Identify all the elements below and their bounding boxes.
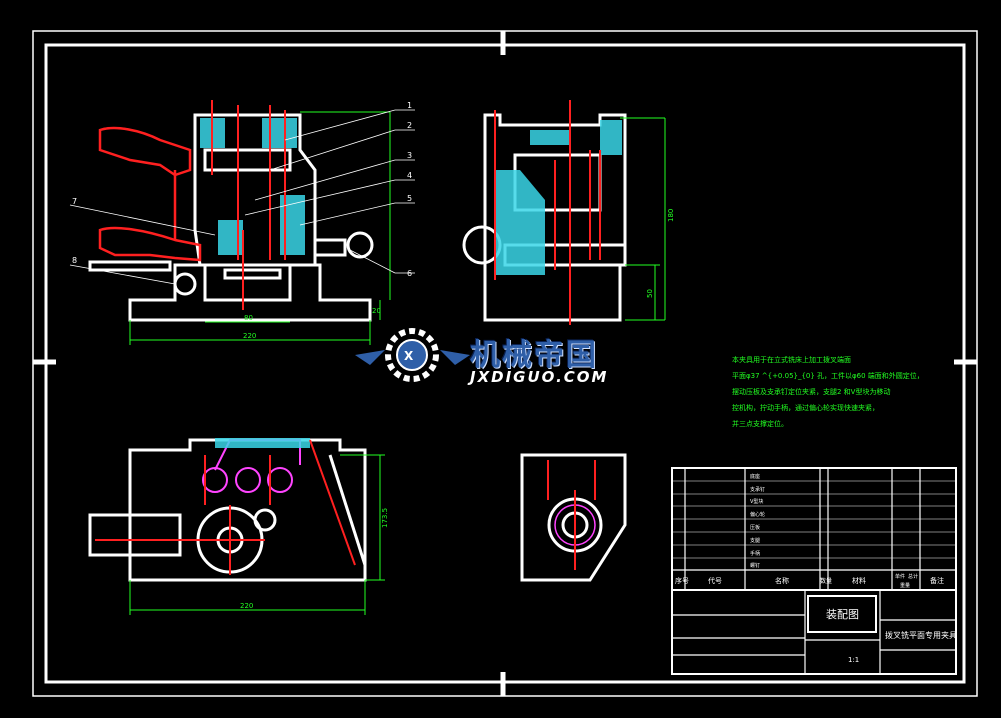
watermark-cn: 机械帝国 — [470, 338, 598, 373]
title-block — [671, 467, 957, 675]
top-centerlines — [95, 439, 356, 575]
tech-note-line: 并三点支撑定位。 — [732, 420, 788, 428]
drawing-title: 装配图 — [826, 608, 859, 621]
scale-text: 1:1 — [848, 656, 859, 664]
watermark-gear-icon: X — [355, 328, 470, 382]
top-view — [88, 438, 367, 582]
svg-text:X: X — [404, 349, 414, 363]
side-hatch — [495, 120, 622, 275]
front-view — [88, 113, 374, 322]
tech-note-line: 平面φ37 ^{+0.05}_{0} 孔，工件以φ60 端面和外圆定位， — [732, 372, 924, 380]
tb-header-8: 备注 — [930, 576, 944, 585]
front-workpiece — [98, 126, 202, 262]
callout-8: 8 — [72, 256, 77, 265]
tb-header-2: 名称 — [775, 576, 789, 585]
callout-6: 6 — [407, 269, 412, 278]
section-view — [520, 453, 627, 582]
top-hatch — [215, 438, 310, 448]
dim-side-base: 50 — [646, 289, 654, 298]
dim-side-height: 180 — [667, 209, 675, 222]
part-title: 拨叉铣平面专用夹具 — [885, 630, 957, 640]
section-centerlines — [547, 460, 596, 570]
tb-header-3: 数量 — [820, 577, 832, 585]
callout-2: 2 — [407, 121, 412, 130]
callout-5: 5 — [407, 194, 412, 203]
tb-header-1: 代号 — [708, 576, 722, 585]
technical-requirements: 本夹具用于在立式铣床上加工拨叉端面 平面φ37 ^{+0.05}_{0} 孔，工… — [732, 352, 924, 432]
tb-header-5: 单件 — [895, 573, 905, 580]
side-centerlines — [494, 100, 601, 325]
top-dimensions — [129, 454, 385, 615]
tb-header-7: 重量 — [900, 582, 910, 589]
tb-row-6: 手柄 — [750, 550, 760, 557]
front-dimensions — [129, 111, 391, 345]
dim-front-inner: 80 — [244, 314, 253, 322]
centering-marks — [33, 31, 977, 696]
dim-front-small: 20 — [372, 307, 381, 315]
title-box — [807, 595, 877, 633]
tb-row-1: 支承钉 — [750, 486, 765, 493]
tb-row-5: 支腿 — [750, 537, 760, 544]
tb-header-6: 总计 — [908, 573, 918, 580]
callout-1: 1 — [407, 101, 412, 110]
title-block-rows — [672, 480, 956, 559]
watermark-en: JXDIGUO.COM — [470, 368, 609, 386]
callout-4: 4 — [407, 171, 412, 180]
dim-top-width: 220 — [240, 602, 253, 610]
tb-row-3: 偏心轮 — [750, 511, 765, 518]
dim-front-width: 220 — [243, 332, 256, 340]
tb-row-2: V型块 — [750, 498, 763, 505]
tech-note-line: 本夹具用于在立式铣床上加工拨叉端面 — [732, 356, 851, 364]
front-centerlines — [211, 100, 286, 310]
tech-note-line: 控机构，拧动手柄，通过偏心轮实现快速夹紧， — [732, 404, 879, 412]
tb-row-7: 螺钉 — [750, 562, 760, 569]
dim-top-height: 173.5 — [381, 508, 389, 528]
tech-note-line: 摆动压板及支承钉定位夹紧，支腿2 和V型块为移动 — [732, 388, 891, 396]
callout-7: 7 — [72, 197, 77, 206]
tb-row-0: 底座 — [750, 473, 760, 480]
tb-header-4: 材料 — [852, 576, 866, 585]
tb-header-0: 序号 — [675, 576, 689, 585]
side-dimensions — [620, 117, 666, 321]
tb-row-4: 压板 — [750, 524, 760, 531]
callout-3: 3 — [407, 151, 412, 160]
callout-leaders — [69, 109, 415, 285]
